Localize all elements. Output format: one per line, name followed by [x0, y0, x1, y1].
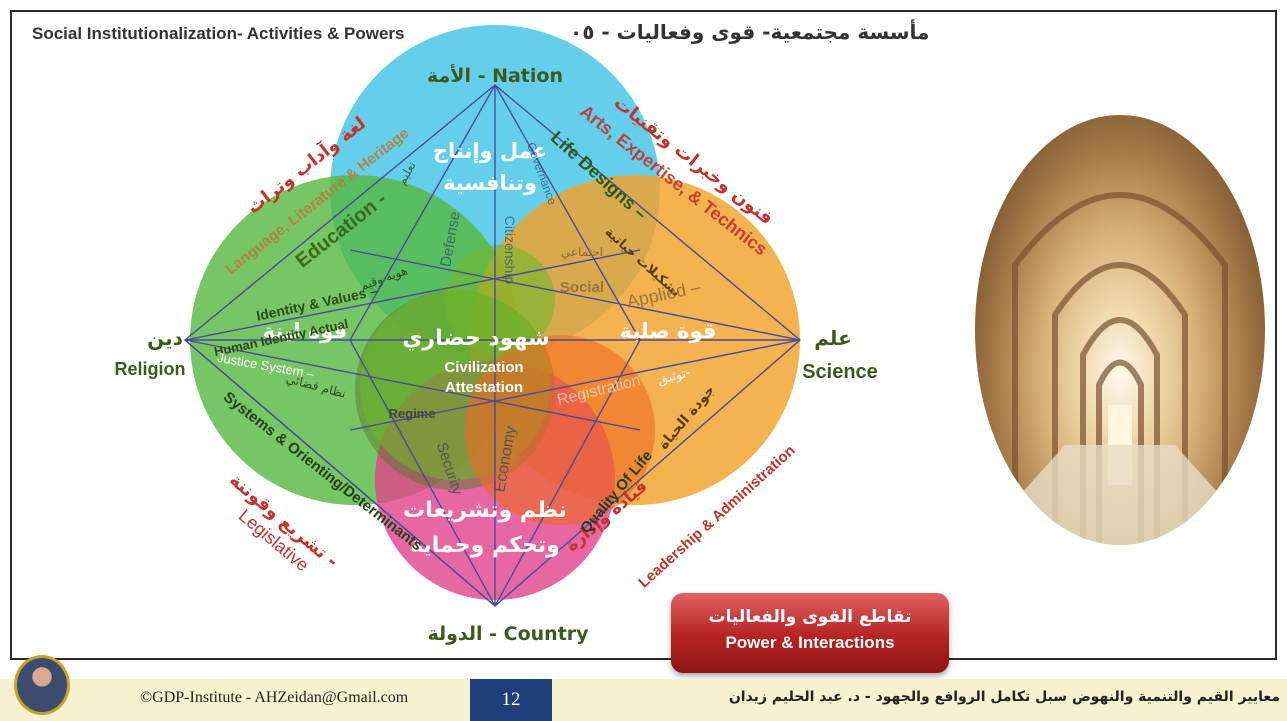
footer-bar: ©GDP-Institute - AHZeidan@Gmail.com 12 م…	[0, 679, 1287, 721]
pole-right-ar: علم	[814, 326, 852, 350]
top-circle-ar-1: عمل وإنتاج	[433, 139, 547, 164]
pole-bottom: الدولة - Country	[427, 623, 589, 645]
left-circle-ar: قوة لينة	[263, 319, 347, 343]
center-en-2: Attestation	[445, 379, 523, 396]
slide-frame	[10, 10, 1277, 660]
button-line-english: Power & Interactions	[725, 633, 895, 652]
author-avatar	[14, 655, 70, 715]
power-interactions-button[interactable]: تقاطع القوى والفعاليات Power & Interacti…	[671, 593, 949, 673]
label-regime: Regime	[389, 406, 436, 421]
pole-left-ar: دين	[147, 326, 183, 350]
right-circle-ar: قوة صلبة	[620, 319, 717, 343]
title-english: Social Institutionalization- Activities …	[32, 24, 405, 43]
pole-top: الأمة - Nation	[427, 64, 563, 87]
footer-arabic-title: معايير القيم والتنمية والنهوض سبل تكامل …	[728, 689, 1280, 705]
circle-lower-right	[465, 335, 655, 525]
pole-left-en: Religion	[115, 359, 186, 379]
page-number: 12	[470, 679, 552, 721]
label-citizenship: Citizenship	[502, 216, 518, 285]
label-social: Social	[560, 279, 604, 296]
button-line-arabic: تقاطع القوى والفعاليات	[708, 607, 912, 627]
title-arabic: مأسسة مجتمعية- قوى وفعاليات - ٠٥	[570, 20, 930, 44]
top-circle-ar-2: وتنافسية	[443, 171, 537, 195]
pole-right-en: Science	[802, 361, 878, 383]
mosque-arch-image	[975, 115, 1265, 545]
bottom-circle-ar-1: نظم وتشريعات	[403, 498, 567, 523]
bottom-circle-ar-2: وتحكم وحماية	[410, 533, 560, 558]
center-en-1: Civilization	[444, 359, 523, 376]
center-ar: شهود حضاري	[402, 326, 550, 351]
diamond-lines	[183, 84, 802, 607]
label-social-ar: اجتماعي	[561, 245, 603, 259]
arch-illustration	[975, 192, 1265, 545]
footer-email: ©GDP-Institute - AHZeidan@Gmail.com	[140, 689, 409, 706]
